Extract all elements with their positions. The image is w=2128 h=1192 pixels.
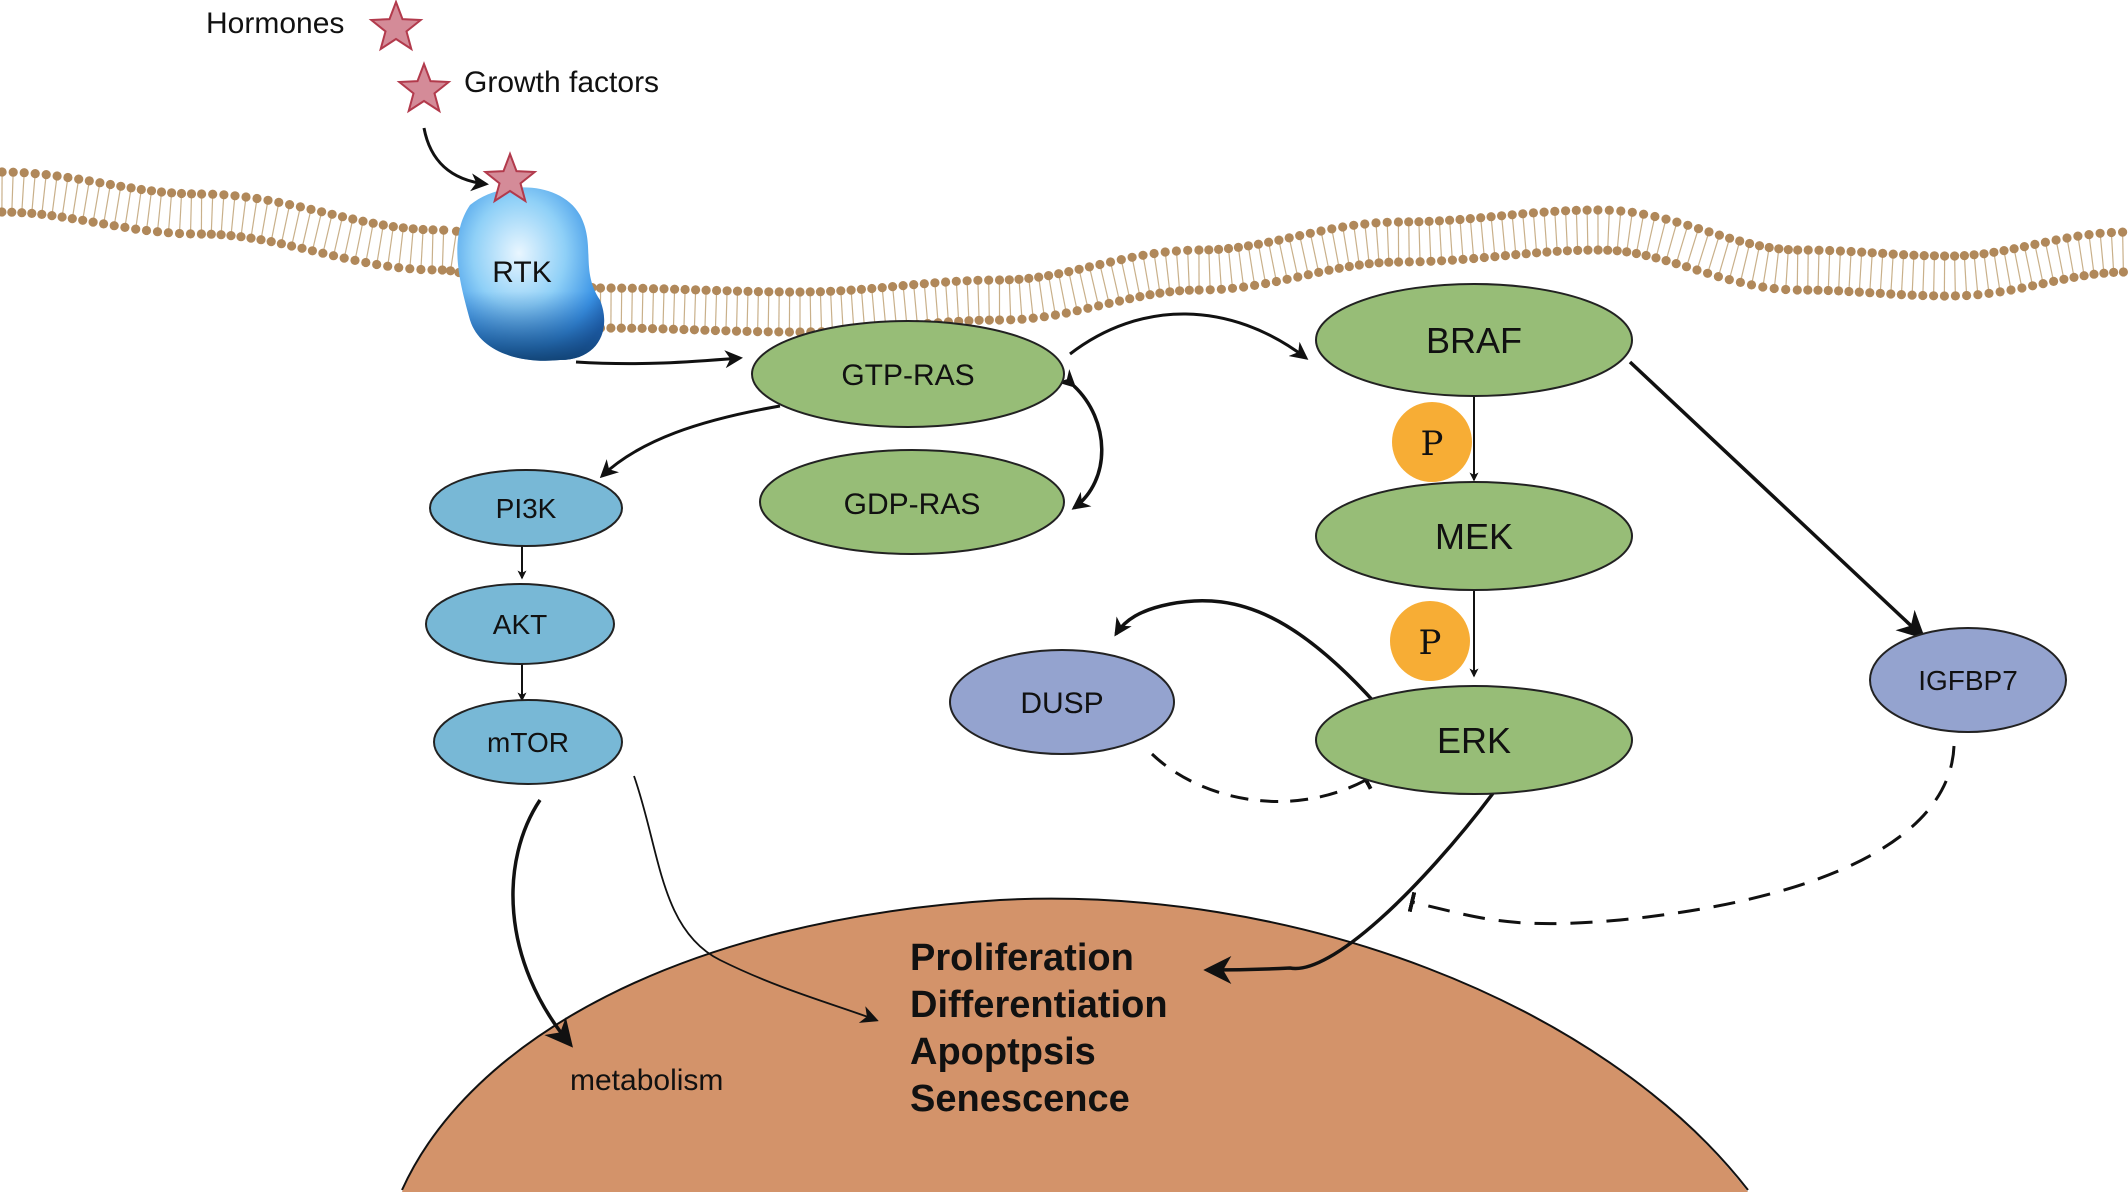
pi3k-label: PI3K bbox=[496, 493, 557, 524]
rtk-to-gtpras-arrow bbox=[575, 350, 743, 369]
phosphate-badge-1: P bbox=[1392, 402, 1472, 482]
outcome-proliferation: Proliferation bbox=[910, 937, 1134, 979]
metabolism-label: metabolism bbox=[570, 1064, 723, 1097]
outcome-senescence: Senescence bbox=[910, 1078, 1130, 1120]
gtpras-to-braf-arrow bbox=[1069, 312, 1309, 360]
igfbp7-node: IGFBP7 bbox=[1869, 627, 2067, 733]
braf-node: BRAF bbox=[1315, 283, 1633, 397]
dusp-inhibits-erk bbox=[1150, 752, 1373, 803]
gtpras-to-pi3k-arrow bbox=[599, 404, 781, 479]
rtk-receptor: RTK bbox=[457, 187, 605, 361]
dusp-node: DUSP bbox=[949, 649, 1175, 755]
bound-ligand-star bbox=[482, 151, 538, 204]
gdp-ras-label: GDP-RAS bbox=[844, 488, 981, 521]
growth-factors-label: Growth factors bbox=[464, 66, 659, 99]
igfbp7-inhibits-nucleus bbox=[1407, 745, 1956, 926]
mek-node: MEK bbox=[1315, 481, 1633, 591]
braf-to-igfbp7-arrow bbox=[1628, 360, 1926, 640]
mtor-label: mTOR bbox=[487, 727, 569, 758]
dusp-label: DUSP bbox=[1020, 687, 1103, 720]
ligand-binding-arrow bbox=[422, 127, 489, 192]
pi3k-node: PI3K bbox=[429, 469, 623, 547]
erk-label: ERK bbox=[1437, 720, 1511, 761]
erk-to-dusp-arrow bbox=[1114, 599, 1378, 706]
mtor-to-metabolism-arrow bbox=[511, 799, 573, 1048]
akt-node: AKT bbox=[425, 583, 615, 665]
rtk-label: RTK bbox=[492, 256, 551, 289]
phosphate-1-label: P bbox=[1421, 424, 1444, 464]
outcome-apoptosis: Apoptpsis bbox=[910, 1031, 1096, 1073]
mtor-to-outcomes-arrow bbox=[633, 775, 879, 1023]
nucleus bbox=[402, 898, 1748, 1192]
braf-label: BRAF bbox=[1426, 320, 1522, 361]
igfbp7-label: IGFBP7 bbox=[1918, 665, 2018, 696]
akt-label: AKT bbox=[493, 609, 547, 640]
erk-to-outcomes-arrow bbox=[1203, 790, 1496, 984]
hormone-star bbox=[368, 0, 424, 52]
gtp-ras-node: GTP-RAS bbox=[751, 320, 1065, 428]
outcome-differentiation: Differentiation bbox=[910, 984, 1168, 1026]
growth-factor-star bbox=[396, 61, 452, 114]
gtp-ras-label: GTP-RAS bbox=[841, 359, 974, 392]
erk-node: ERK bbox=[1315, 685, 1633, 795]
mtor-node: mTOR bbox=[433, 699, 623, 785]
mek-label: MEK bbox=[1435, 516, 1513, 557]
cell-membrane bbox=[0, 167, 2128, 337]
gtpras-gdpras-cycle-arrow bbox=[1056, 369, 1104, 510]
gdp-ras-node: GDP-RAS bbox=[759, 449, 1065, 555]
phosphate-badge-2: P bbox=[1390, 601, 1470, 681]
phosphate-2-label: P bbox=[1419, 623, 1442, 663]
hormones-label: Hormones bbox=[206, 7, 344, 40]
cellular-outcomes: Proliferation Differentiation Apoptpsis … bbox=[910, 937, 1168, 1120]
nucleus-outline bbox=[401, 897, 1749, 1191]
